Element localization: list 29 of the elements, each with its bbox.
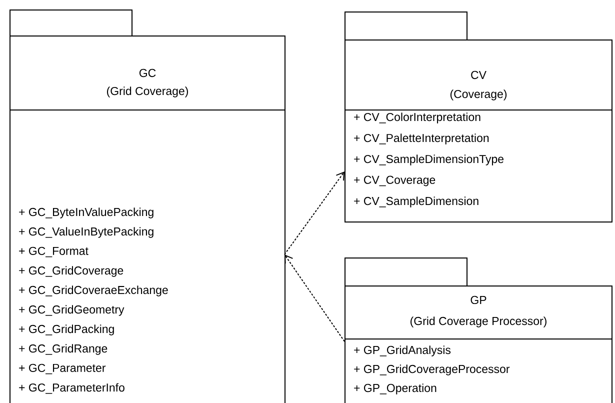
member-item: + GC_Format: [19, 246, 88, 258]
package-subtitle: (Grid Coverage): [107, 86, 188, 98]
package-subtitle: (Grid Coverage Processor): [410, 316, 546, 328]
package-box: [344, 258, 612, 403]
member-item: + GC_GridGeometry: [19, 305, 124, 316]
member-item: + GC_ByteInValuePacking: [19, 208, 154, 218]
dependency-arrow: [284, 172, 344, 255]
member-item: + GP_Operation: [354, 384, 436, 394]
member-item: + GP_GridCoverageProcessor: [354, 364, 510, 376]
member-item: + CV_SampleDimension: [354, 196, 478, 208]
member-item: + GC_ParameterInfo: [19, 383, 124, 394]
member-item: + GC_Parameter: [19, 364, 106, 374]
member-item: + CV_SampleDimensionType: [354, 154, 504, 166]
member-item: + CV_ColorInterpretation: [354, 112, 480, 124]
package-subtitle: (Coverage): [450, 90, 507, 100]
member-item: + GC_GridCoverage: [19, 266, 124, 277]
package-box: [10, 10, 286, 403]
package-name: GP: [470, 296, 486, 304]
member-item: + GC_GridPacking: [19, 324, 114, 336]
package-name: CV: [471, 70, 486, 80]
member-item: + CV_PaletteInterpretation: [354, 134, 489, 144]
package-box: [344, 12, 612, 222]
dependency-arrow: [284, 254, 345, 342]
member-item: + GP_GridAnalysis: [354, 346, 451, 356]
member-item: + CV_Coverage: [354, 176, 436, 186]
member-item: + GC_GridRange: [19, 344, 108, 355]
member-item: + GC_GridCoveraeExchange: [19, 286, 168, 296]
package-name: GC: [139, 68, 156, 78]
member-item: + GC_ValueInBytePacking: [19, 227, 154, 238]
